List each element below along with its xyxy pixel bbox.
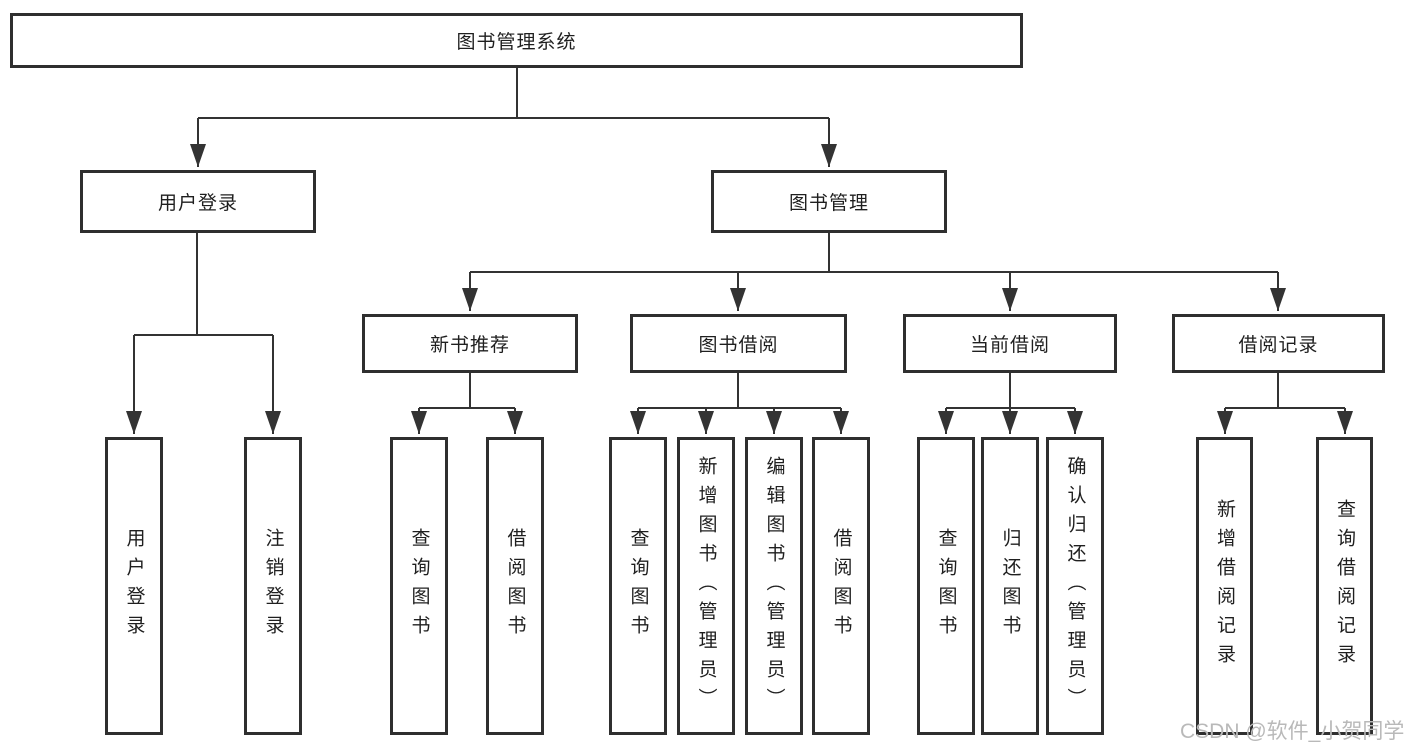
node-label: 查询借阅记录 bbox=[1334, 499, 1355, 673]
connector-current-borrow bbox=[938, 373, 1083, 434]
node-label: 归还图书 bbox=[999, 528, 1021, 644]
node-label: 查询图书 bbox=[627, 528, 649, 644]
node-label: 新书推荐 bbox=[429, 335, 510, 356]
node-label: 用户登录 bbox=[157, 193, 238, 214]
leaf-query-books-current: 查询图书 bbox=[917, 437, 975, 735]
node-label: 确认归还（管理员） bbox=[1064, 455, 1086, 717]
leaf-add-book-admin: 新增图书（管理员） bbox=[677, 437, 735, 735]
node-user-login: 用户登录 bbox=[80, 170, 316, 233]
connector-borrow-records bbox=[1217, 373, 1353, 434]
node-label: 图书借阅 bbox=[698, 335, 779, 356]
node-label: 编辑图书（管理员） bbox=[763, 455, 785, 717]
leaf-query-borrow-record: 查询借阅记录 bbox=[1316, 437, 1373, 735]
connector-new-book bbox=[411, 373, 523, 434]
leaf-query-books-recommend: 查询图书 bbox=[390, 437, 448, 735]
node-label: 新增借阅记录 bbox=[1214, 499, 1235, 673]
node-label: 借阅图书 bbox=[504, 528, 526, 644]
leaf-edit-book-admin: 编辑图书（管理员） bbox=[745, 437, 803, 735]
node-new-book-recommendation: 新书推荐 bbox=[362, 314, 578, 373]
csdn-watermark: CSDN @软件_小贺同学 bbox=[1180, 720, 1405, 743]
node-label: 借阅记录 bbox=[1238, 335, 1319, 356]
node-borrowing-records: 借阅记录 bbox=[1172, 314, 1385, 373]
leaf-user-login: 用户登录 bbox=[105, 437, 163, 735]
node-library-management-system: 图书管理系统 bbox=[10, 13, 1023, 68]
connector-book-borrow bbox=[630, 373, 849, 434]
node-book-borrowing: 图书借阅 bbox=[630, 314, 847, 373]
node-label: 新增图书（管理员） bbox=[695, 455, 717, 717]
node-label: 用户登录 bbox=[123, 528, 145, 644]
leaf-borrow-books: 借阅图书 bbox=[812, 437, 870, 735]
connector-root bbox=[190, 68, 837, 167]
node-label: 查询图书 bbox=[408, 528, 430, 644]
leaf-confirm-return-admin: 确认归还（管理员） bbox=[1046, 437, 1104, 735]
leaf-add-borrow-record: 新增借阅记录 bbox=[1196, 437, 1253, 735]
connector-user-login bbox=[126, 233, 281, 434]
node-label: 查询图书 bbox=[935, 528, 957, 644]
leaf-query-books-borrowing: 查询图书 bbox=[609, 437, 667, 735]
connector-book-management bbox=[462, 233, 1286, 311]
node-book-management: 图书管理 bbox=[711, 170, 947, 233]
leaf-return-book: 归还图书 bbox=[981, 437, 1039, 735]
node-label: 图书管理 bbox=[788, 193, 869, 214]
node-label: 借阅图书 bbox=[830, 528, 852, 644]
node-current-borrowing: 当前借阅 bbox=[903, 314, 1117, 373]
leaf-logout-login: 注销登录 bbox=[244, 437, 302, 735]
leaf-borrow-books-recommend: 借阅图书 bbox=[486, 437, 544, 735]
node-label: 注销登录 bbox=[262, 528, 284, 644]
node-label: 当前借阅 bbox=[969, 335, 1050, 356]
node-label: 图书管理系统 bbox=[456, 32, 577, 53]
